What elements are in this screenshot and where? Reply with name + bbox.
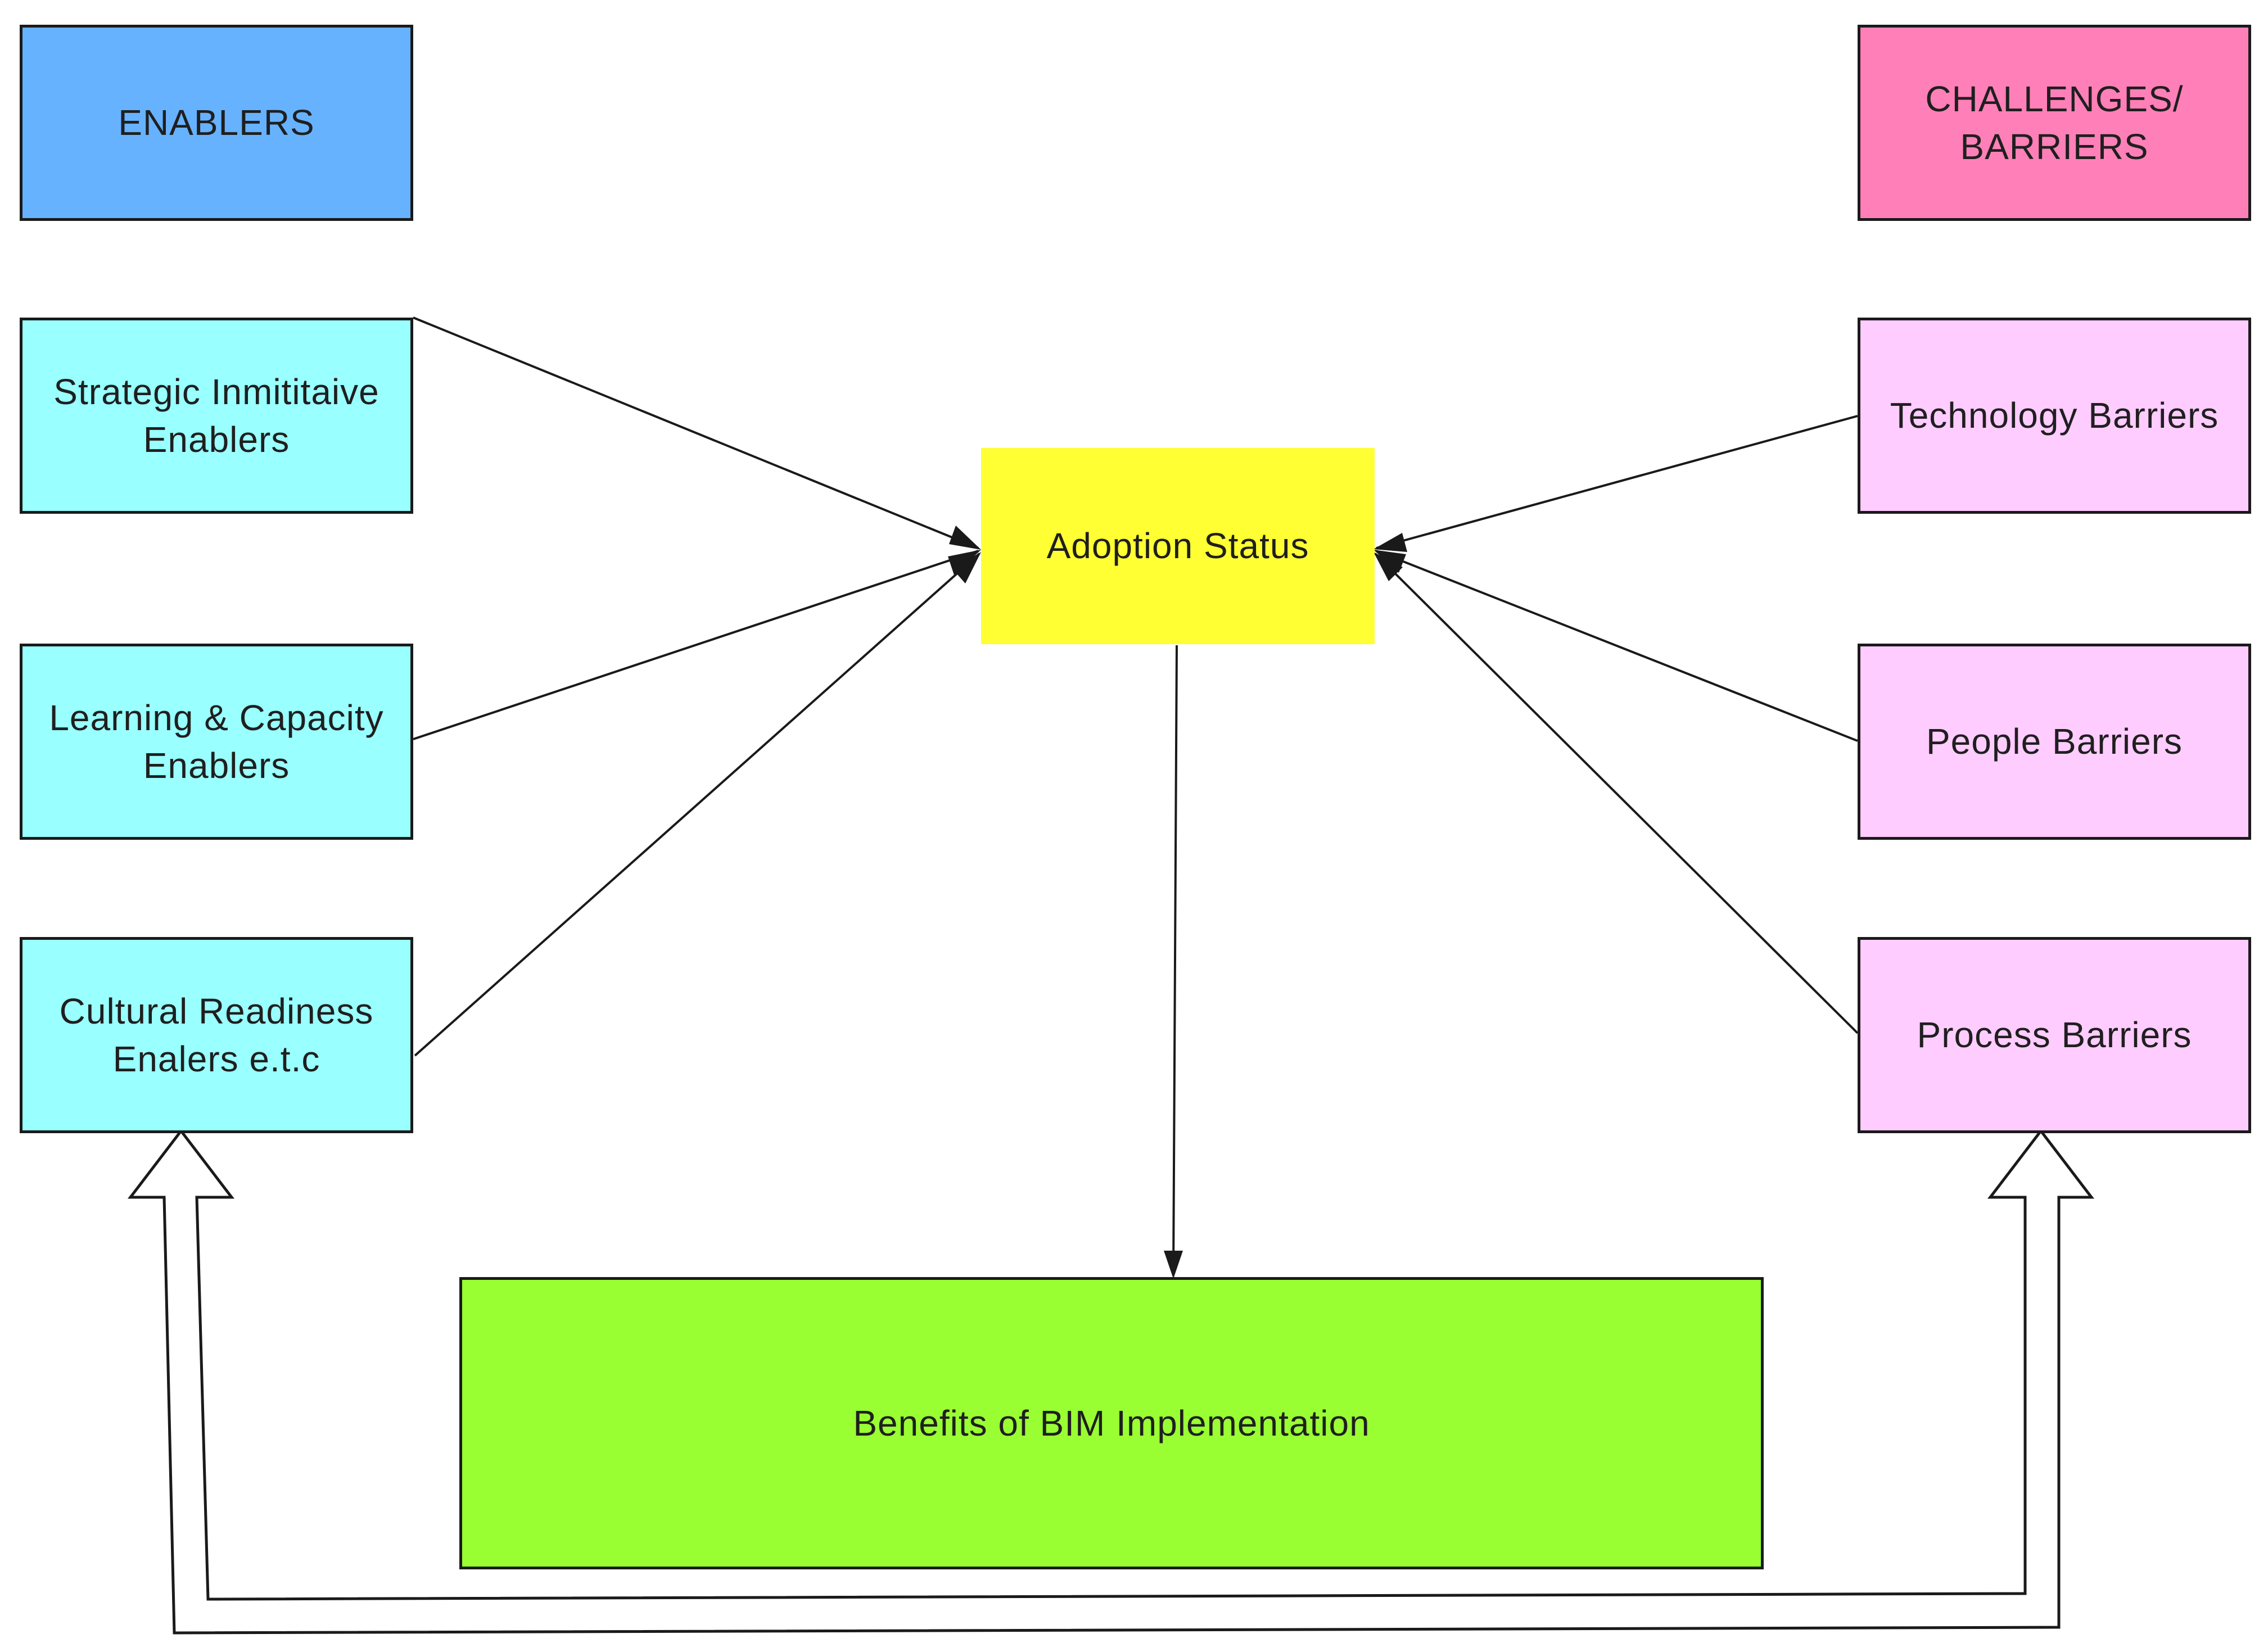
arrow-process-to-adoption	[1374, 553, 1859, 1034]
feedback-block-arrow	[127, 1128, 2095, 1635]
barrier-technology-label: Technology Barriers	[1890, 395, 2219, 436]
arrowhead-technology	[1374, 533, 1407, 552]
barrier-technology: Technology Barriers	[1858, 318, 2251, 514]
enabler-cultural-label: Cultural Readiness Enalers e.t.c	[59, 991, 374, 1079]
arrowhead-benefits	[1164, 1251, 1183, 1279]
benefits-box: Benefits of BIM Implementation	[459, 1277, 1764, 1569]
barriers-header-label: CHALLENGES/ BARRIERS	[1925, 79, 2184, 167]
barriers-header: CHALLENGES/ BARRIERS	[1858, 25, 2251, 221]
barrier-process: Process Barriers	[1858, 937, 2251, 1133]
adoption-status-label: Adoption Status	[1046, 526, 1309, 567]
enabler-strategic-label: Strategic Inmititaive Enablers	[53, 372, 379, 460]
arrowhead-strategic	[949, 526, 981, 550]
arrowhead-process	[1374, 552, 1403, 581]
arrow-cultural-to-adoption	[414, 553, 981, 1057]
arrow-strategic-to-adoption	[413, 316, 979, 549]
enablers-header-label: ENABLERS	[118, 102, 315, 143]
enabler-strategic: Strategic Inmititaive Enablers	[20, 318, 413, 514]
adoption-status-box: Adoption Status	[981, 448, 1375, 644]
enablers-header: ENABLERS	[20, 25, 413, 221]
enabler-learning: Learning & Capacity Enablers	[20, 644, 413, 840]
barrier-process-label: Process Barriers	[1917, 1015, 2192, 1056]
benefits-label: Benefits of BIM Implementation	[853, 1402, 1370, 1443]
arrow-adoption-to-benefits	[1172, 645, 1178, 1274]
arrowhead-cultural	[952, 552, 981, 583]
barrier-people-label: People Barriers	[1926, 721, 2183, 762]
arrow-people-to-adoption	[1376, 550, 1858, 742]
enabler-learning-label: Learning & Capacity Enablers	[49, 698, 384, 786]
enabler-cultural: Cultural Readiness Enalers e.t.c	[20, 937, 413, 1133]
arrow-technology-to-adoption	[1376, 415, 1858, 549]
barrier-people: People Barriers	[1858, 644, 2251, 840]
arrow-learning-to-adoption	[413, 550, 979, 740]
